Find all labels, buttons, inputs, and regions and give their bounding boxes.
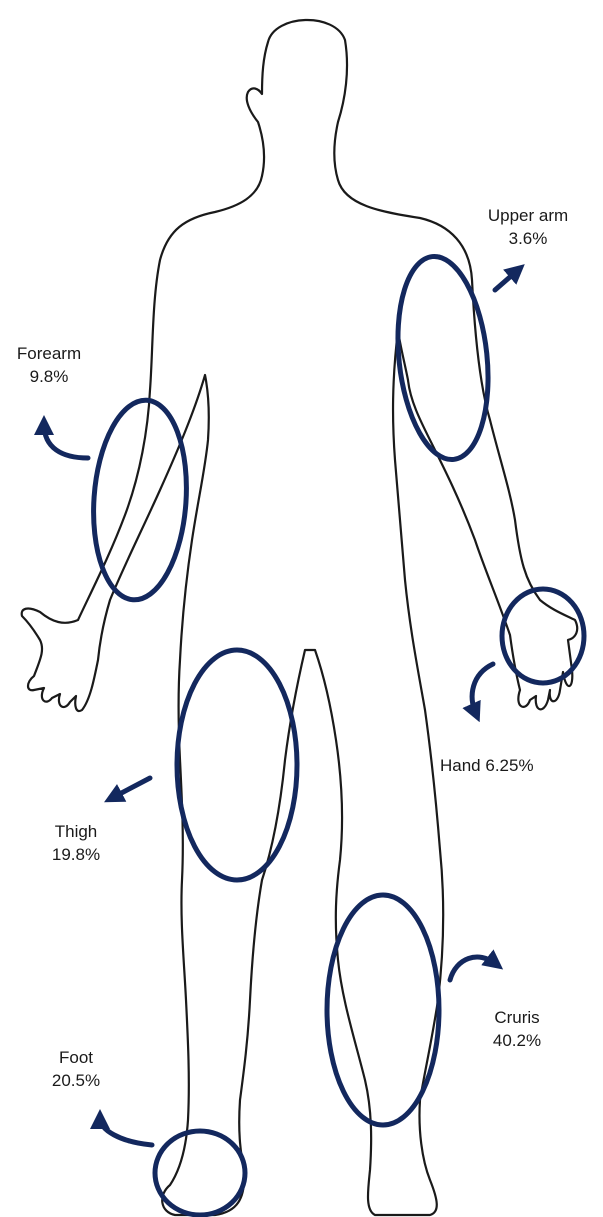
foot-label: Foot 20.5% (36, 1046, 116, 1092)
upper-arm-arrow (495, 270, 518, 290)
forearm-percent: 9.8% (4, 365, 94, 388)
thigh-label: Thigh 19.8% (36, 820, 116, 866)
cruris-percent: 40.2% (472, 1029, 562, 1052)
upper-arm-name: Upper arm (478, 204, 578, 227)
foot-region (155, 1131, 245, 1215)
forearm-label: Forearm 9.8% (4, 342, 94, 388)
hand-label: Hand 6.25% (440, 754, 580, 777)
forearm-region (87, 397, 193, 603)
foot-percent: 20.5% (36, 1069, 116, 1092)
hand-name: Hand (440, 756, 481, 775)
forearm-arrow (44, 424, 88, 458)
foot-arrow (100, 1118, 152, 1145)
cruris-label: Cruris 40.2% (472, 1006, 562, 1052)
hand-arrow (472, 664, 493, 714)
cruris-arrow (450, 957, 496, 980)
forearm-name: Forearm (4, 342, 94, 365)
thigh-percent: 19.8% (36, 843, 116, 866)
cruris-name: Cruris (472, 1006, 562, 1029)
thigh-region (177, 650, 297, 880)
upper-arm-region (389, 252, 498, 464)
thigh-arrow (112, 778, 150, 798)
cruris-region (327, 895, 439, 1125)
upper-arm-label: Upper arm 3.6% (478, 204, 578, 250)
foot-name: Foot (36, 1046, 116, 1069)
hand-percent: 6.25% (485, 756, 533, 775)
upper-arm-percent: 3.6% (478, 227, 578, 250)
thigh-name: Thigh (36, 820, 116, 843)
